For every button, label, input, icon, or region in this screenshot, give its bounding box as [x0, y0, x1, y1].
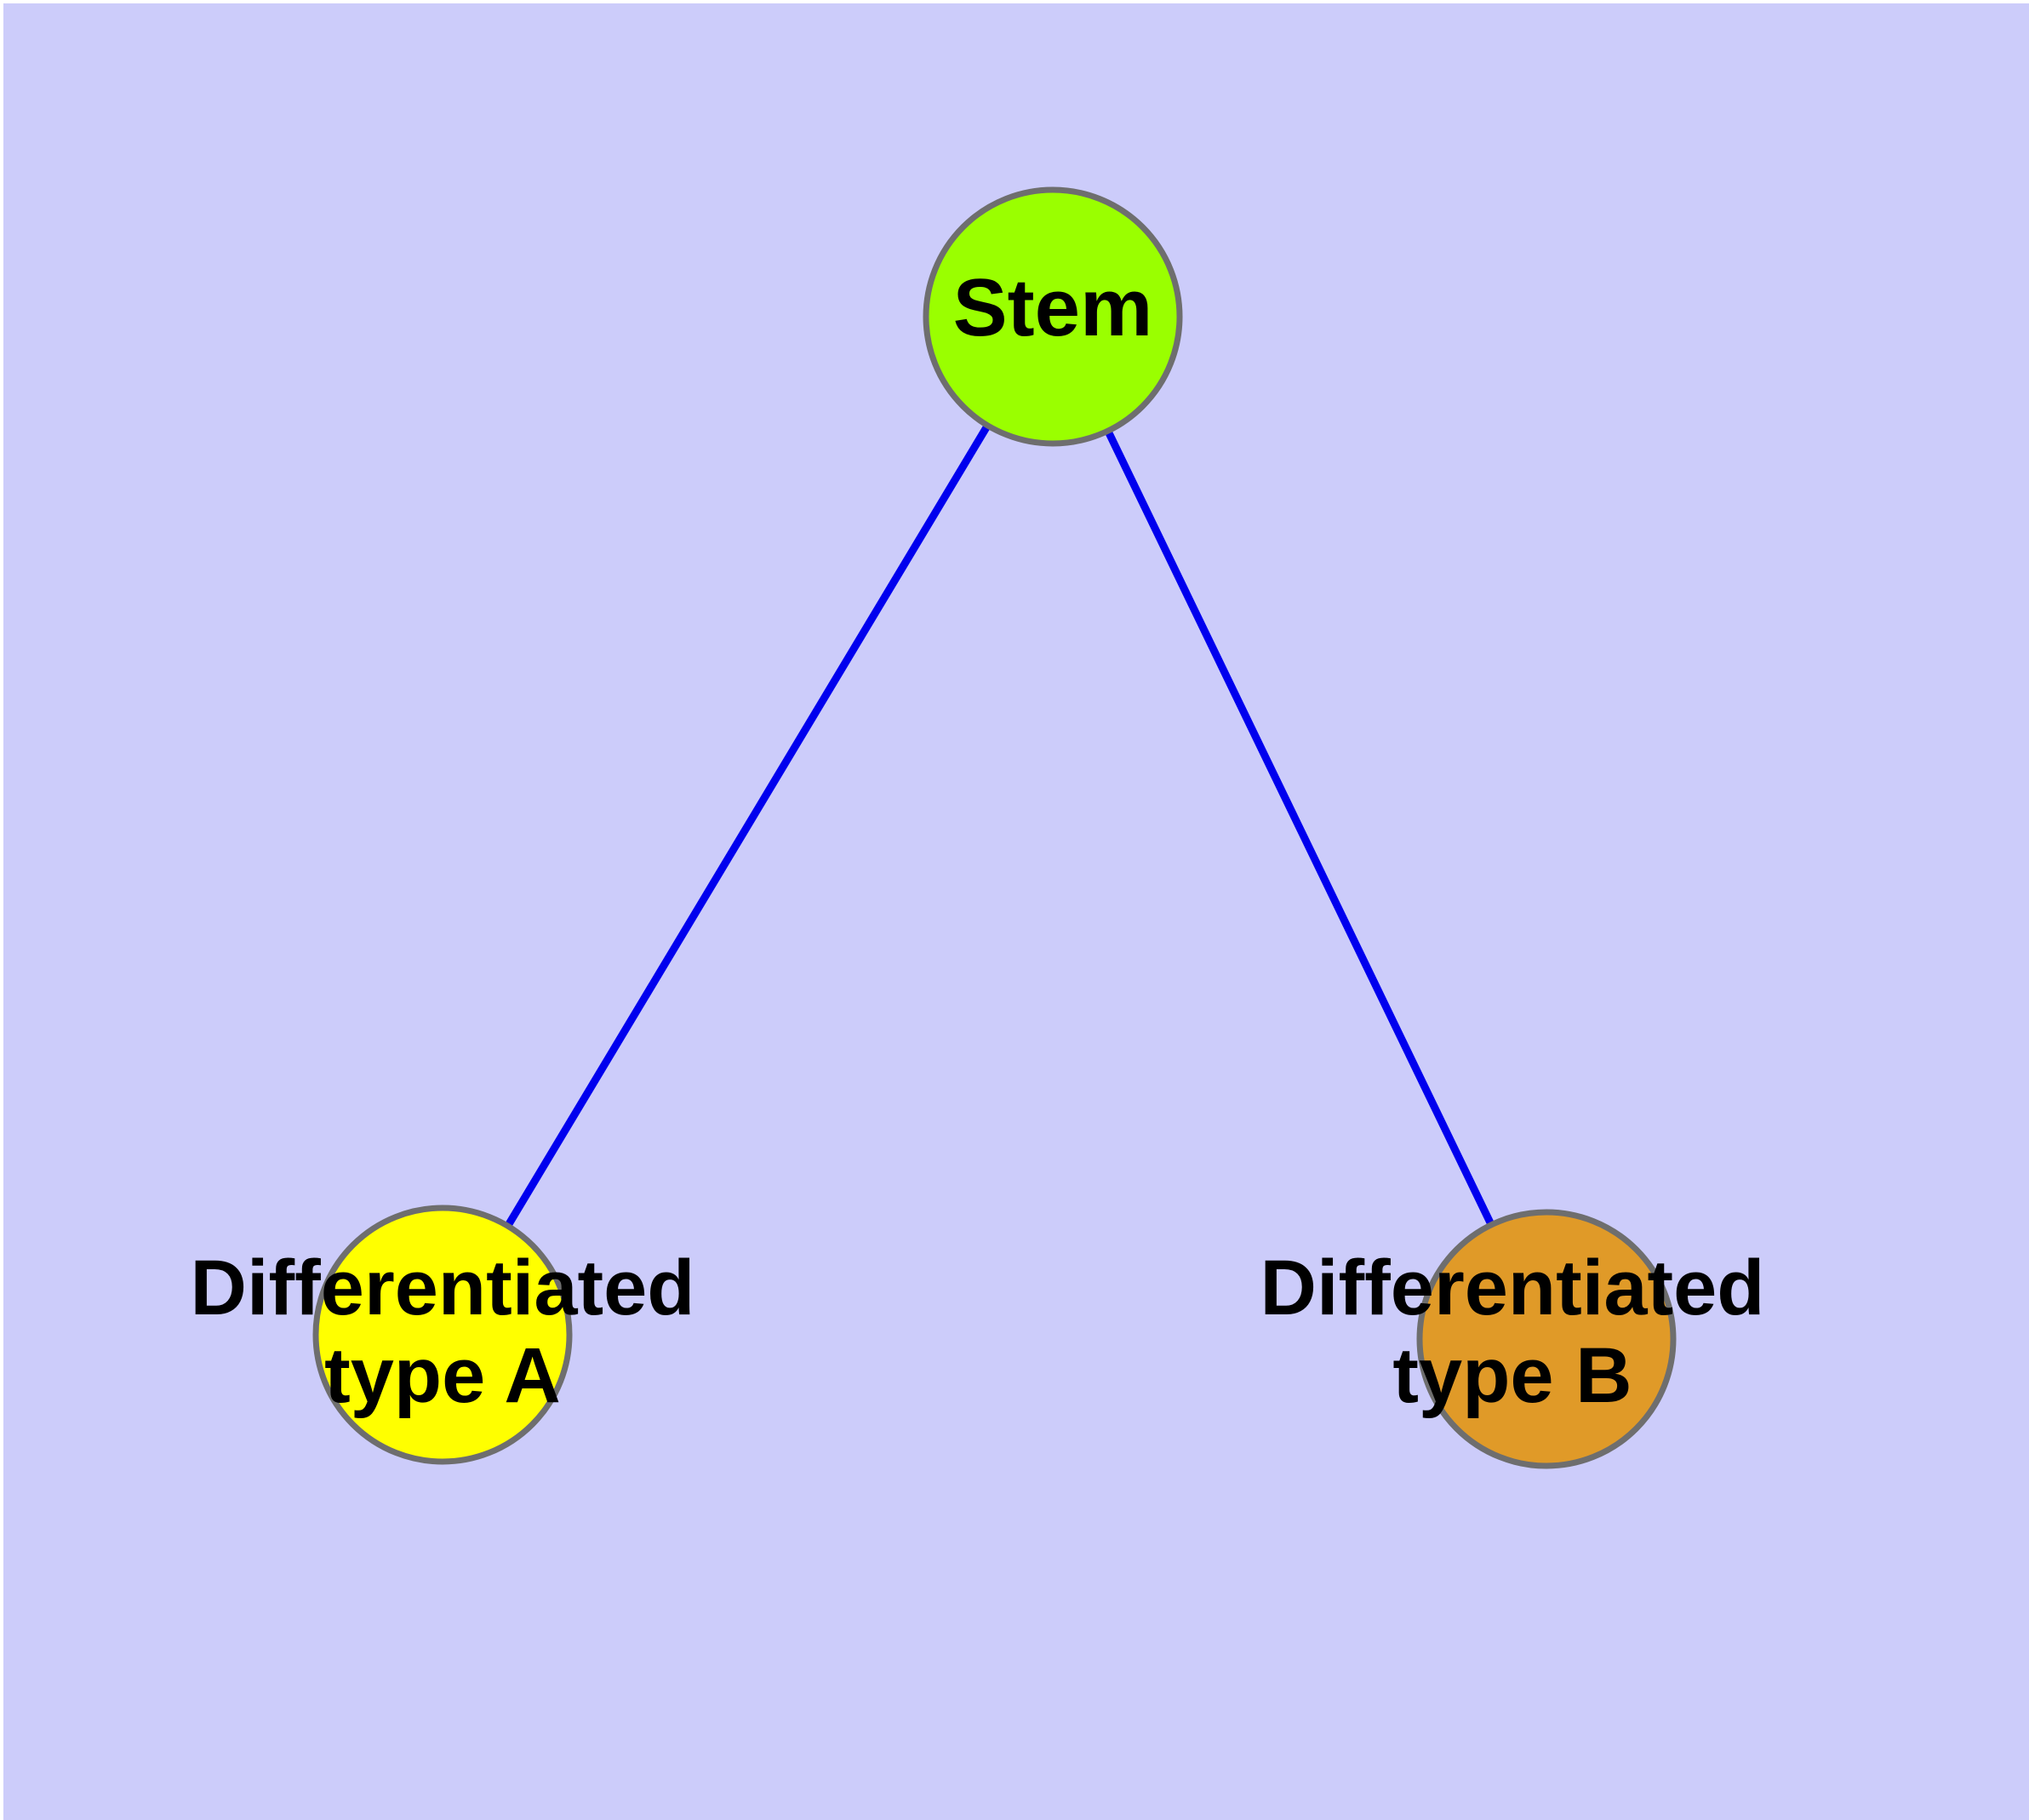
- node-layer: [312, 186, 1677, 1469]
- node-stem[interactable]: [923, 186, 1183, 447]
- edge-layer: [439, 314, 1551, 1341]
- node-differentiated-type-b[interactable]: [1416, 1209, 1677, 1469]
- node-differentiated-type-a[interactable]: [312, 1205, 573, 1465]
- edge-stem-to-differentiated-type-a[interactable]: [439, 314, 1056, 1337]
- edge-stem-to-differentiated-type-b[interactable]: [1049, 315, 1551, 1341]
